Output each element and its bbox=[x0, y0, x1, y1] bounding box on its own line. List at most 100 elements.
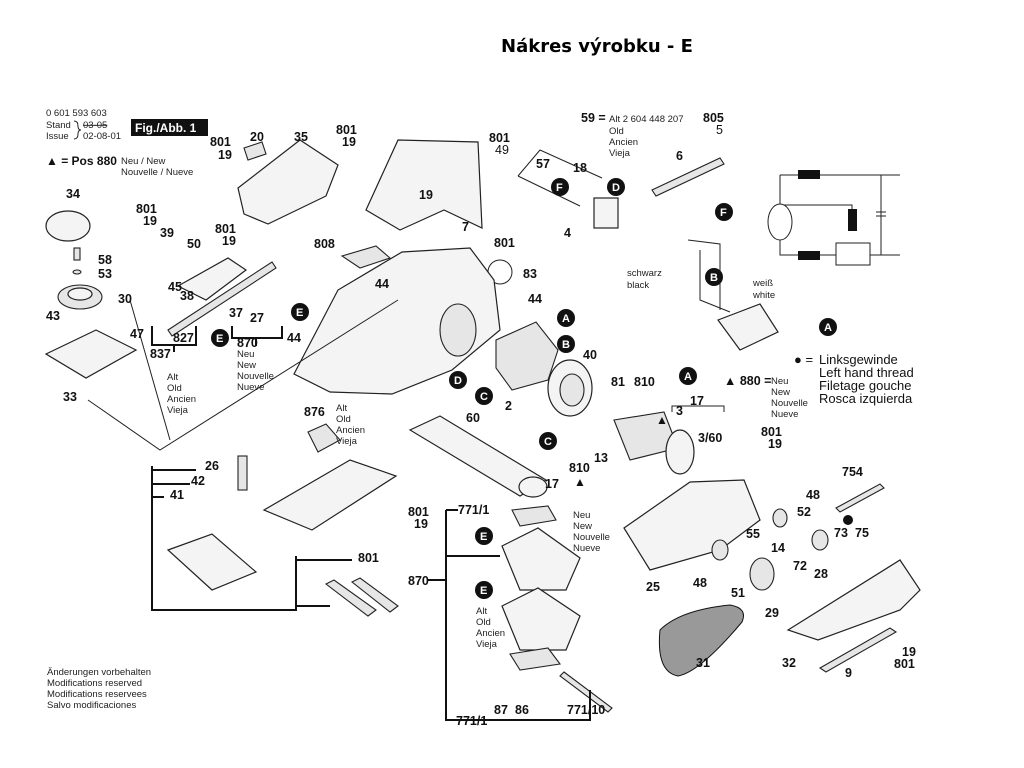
badges: A B C D C E E E E F D F B A A ▲ ▲ bbox=[211, 178, 853, 599]
note-59-line: Ancien bbox=[609, 137, 638, 148]
callout: 801 bbox=[494, 236, 515, 250]
svg-text:B: B bbox=[562, 339, 570, 351]
svg-text:E: E bbox=[216, 333, 223, 345]
callout: 19 bbox=[218, 148, 232, 162]
badge-E: E bbox=[475, 581, 493, 599]
callout: 801 bbox=[489, 131, 510, 145]
part-37 bbox=[167, 261, 277, 337]
badge-A: A bbox=[557, 309, 575, 327]
note-59-line: Old bbox=[609, 126, 624, 137]
part-9-strip bbox=[818, 627, 898, 673]
callout: 40 bbox=[583, 348, 597, 362]
fig-label-box bbox=[131, 119, 208, 136]
part-35-housing bbox=[237, 139, 339, 225]
part-25-gear-housing bbox=[623, 479, 761, 571]
badge-E: E bbox=[211, 329, 229, 347]
callout: 25 bbox=[646, 580, 660, 594]
note-59-value: Alt 2 604 448 207 bbox=[609, 114, 683, 125]
bracket-801-left bbox=[151, 466, 352, 611]
part-771-1-strip bbox=[509, 647, 561, 671]
callout: 876 bbox=[304, 405, 325, 419]
fig-label: Fig./Abb. 1 bbox=[135, 121, 197, 135]
callout: 2 bbox=[505, 399, 512, 413]
bracket-870-right bbox=[428, 509, 500, 721]
part-20-label bbox=[243, 141, 267, 161]
callout: 75 bbox=[855, 526, 869, 540]
callout: 41 bbox=[170, 488, 184, 502]
variant-old: Old bbox=[476, 617, 491, 628]
callout: 31 bbox=[696, 656, 710, 670]
callout: 810 bbox=[569, 461, 590, 475]
variant-old: Vieja bbox=[336, 436, 358, 447]
callout: 801 bbox=[358, 551, 379, 565]
issue-label: Issue bbox=[46, 131, 69, 142]
callout: 19 bbox=[143, 214, 157, 228]
badge-A: A bbox=[679, 367, 697, 385]
callout: 3/60 bbox=[698, 431, 722, 445]
callout: 72 bbox=[793, 559, 807, 573]
svg-text:B: B bbox=[710, 272, 718, 284]
callout: 37 bbox=[229, 306, 243, 320]
callout: 827 bbox=[173, 331, 194, 345]
footer-line: Modifications reservees bbox=[47, 689, 147, 700]
svg-text:E: E bbox=[480, 531, 487, 543]
pos880-line2: Nouvelle / Nueve bbox=[121, 167, 193, 178]
callout: 6 bbox=[676, 149, 683, 163]
callout: 19 bbox=[419, 188, 433, 202]
svg-text:F: F bbox=[720, 207, 727, 219]
inductor-icon bbox=[798, 170, 820, 179]
part-57-bracket bbox=[517, 149, 603, 207]
legend: ● = Linksgewinde Left hand thread Fileta… bbox=[724, 352, 914, 420]
wire-label-white: white bbox=[752, 290, 775, 301]
part-number: 0 601 593 603 bbox=[46, 108, 107, 119]
svg-text:E: E bbox=[296, 307, 303, 319]
footer-line: Salvo modificaciones bbox=[47, 700, 136, 711]
part-switch bbox=[717, 303, 779, 351]
part-cutter-drum-old bbox=[501, 587, 581, 651]
callout: 17 bbox=[545, 477, 559, 491]
svg-text:F: F bbox=[556, 182, 563, 194]
callout: 87 bbox=[494, 703, 508, 717]
brace-icon bbox=[73, 120, 82, 140]
callout: 39 bbox=[160, 226, 174, 240]
legend-pos880-line: New bbox=[771, 387, 790, 398]
variant-old: Ancien bbox=[336, 425, 365, 436]
legend-thread-line: Rosca izquierda bbox=[819, 391, 913, 406]
variant-new: Neu bbox=[573, 510, 590, 521]
part-38 bbox=[176, 257, 248, 301]
brackets bbox=[87, 299, 725, 721]
callout: 57 bbox=[536, 157, 550, 171]
inductor-icon bbox=[798, 251, 820, 260]
callout: 38 bbox=[180, 289, 194, 303]
callout: 42 bbox=[191, 474, 205, 488]
legend-thread-line: Filetage gouche bbox=[819, 378, 912, 393]
part-34-knob bbox=[45, 210, 91, 242]
svg-text:E: E bbox=[480, 585, 487, 597]
part-53-washer bbox=[72, 269, 82, 275]
badge-C: C bbox=[475, 387, 493, 405]
callout: 33 bbox=[63, 390, 77, 404]
callout: 13 bbox=[594, 451, 608, 465]
callout: 48 bbox=[693, 576, 707, 590]
callout: 18 bbox=[573, 161, 587, 175]
part-31-belt bbox=[658, 604, 744, 677]
part-4-switch bbox=[593, 197, 619, 229]
part-58-screw bbox=[73, 247, 81, 261]
variant-new: New bbox=[237, 360, 256, 371]
part-blade-holder bbox=[324, 579, 377, 617]
pos880-marker-icon: ▲ bbox=[656, 413, 668, 427]
variant-old: Ancien bbox=[167, 394, 196, 405]
part-6-cable bbox=[651, 157, 725, 197]
callout: 48 bbox=[806, 488, 820, 502]
callout: 801 bbox=[894, 657, 915, 671]
callout: 771/10 bbox=[567, 703, 605, 717]
callout: 19 bbox=[222, 234, 236, 248]
motor-icon bbox=[767, 203, 793, 241]
callout: 55 bbox=[746, 527, 760, 541]
callout: 44 bbox=[528, 292, 542, 306]
variant-old: Vieja bbox=[167, 405, 189, 416]
callout: 43 bbox=[46, 309, 60, 323]
callout: 44 bbox=[375, 277, 389, 291]
callout: 4 bbox=[564, 226, 571, 240]
